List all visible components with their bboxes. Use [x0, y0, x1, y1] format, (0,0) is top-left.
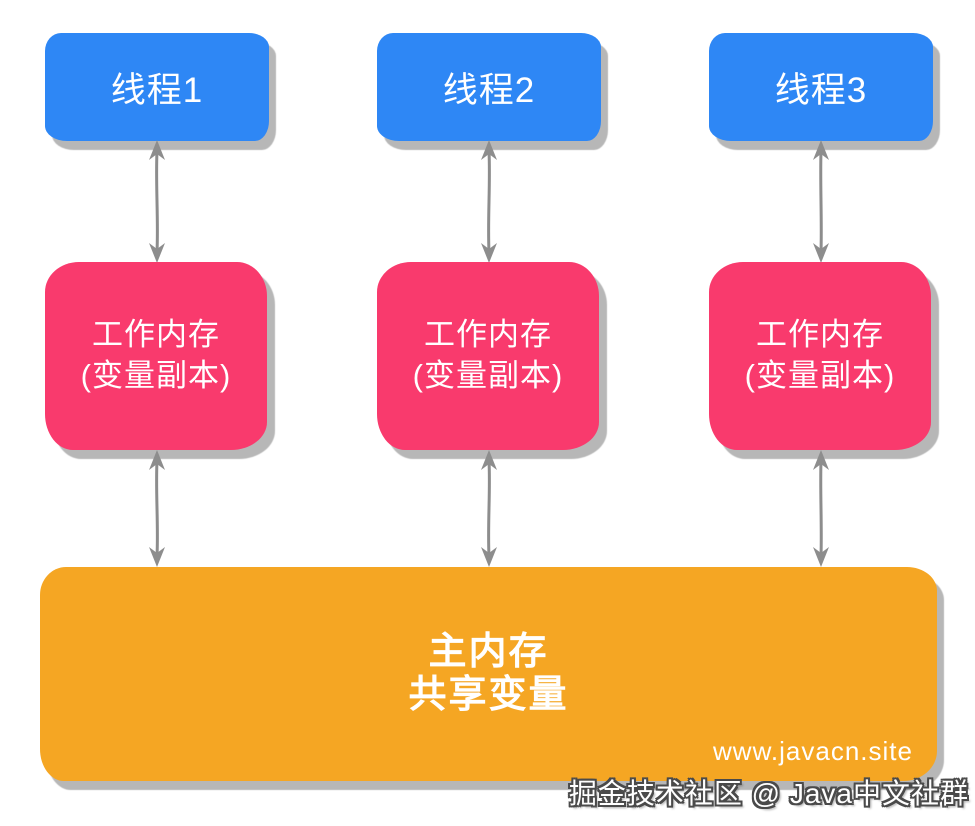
double-arrow-vertical-icon [813, 450, 829, 567]
working-memory-line1: 工作内存 [92, 317, 220, 353]
double-arrow-vertical-icon [481, 140, 497, 263]
main-memory-line2: 共享变量 [408, 674, 569, 716]
working-memory-2-box: 工作内存 (变量副本) [377, 262, 599, 450]
thread-2-box: 线程2 [377, 33, 601, 141]
working-memory-line1: 工作内存 [756, 317, 884, 353]
working-memory-3-box: 工作内存 (变量副本) [709, 262, 931, 450]
double-arrow-vertical-icon [149, 140, 165, 263]
working-memory-line1: 工作内存 [424, 317, 552, 353]
working-memory-1-box: 工作内存 (变量副本) [45, 262, 267, 450]
thread-3-box: 线程3 [709, 33, 933, 141]
working-memory-line2: (变量副本) [80, 358, 232, 393]
double-arrow-vertical-icon [813, 140, 829, 263]
thread-3-label: 线程3 [774, 70, 868, 110]
main-memory-box: 主内存 共享变量 www.javacn.site [40, 567, 937, 781]
community-caption: 掘金技术社区 @ Java中文社群 [568, 778, 969, 809]
working-memory-line2: (变量副本) [412, 358, 564, 393]
thread-1-label: 线程1 [110, 70, 204, 110]
thread-2-label: 线程2 [442, 70, 536, 110]
working-memory-line2: (变量副本) [744, 358, 896, 393]
double-arrow-vertical-icon [149, 450, 165, 567]
double-arrow-vertical-icon [481, 450, 497, 567]
watermark-url: www.javacn.site [713, 736, 913, 767]
thread-1-box: 线程1 [45, 33, 269, 141]
main-memory-line1: 主内存 [428, 630, 549, 673]
